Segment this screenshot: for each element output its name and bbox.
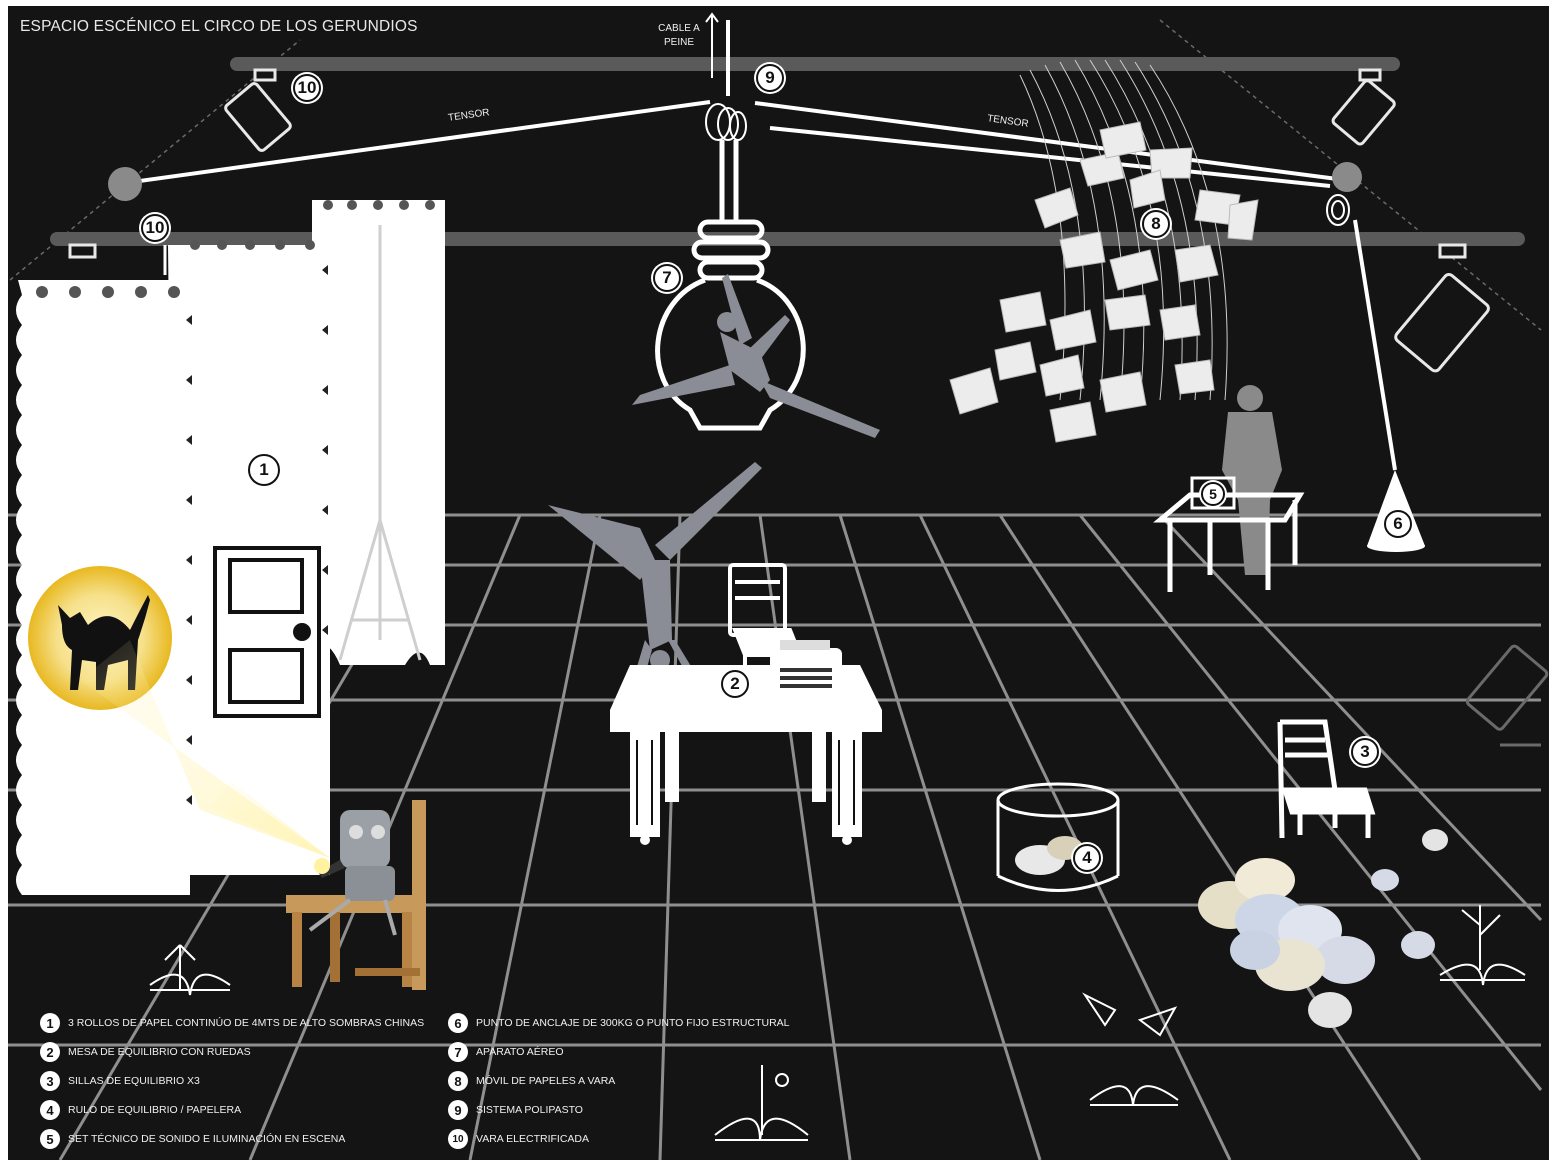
legend-text: VARA ELECTRIFICADA [476,1133,589,1145]
legend-item: 7 APARATO AÉREO [448,1042,790,1062]
typewriter-icon [770,640,842,696]
legend-left: 1 3 ROLLOS DE PAPEL CONTINÚO DE 4MTS DE A… [40,1013,424,1149]
legend-right: 6 PUNTO DE ANCLAJE DE 300KG O PUNTO FIJO … [448,1013,790,1149]
marker-1: 1 [248,454,280,486]
legend-number: 4 [40,1100,60,1120]
marker-9: 9 [756,64,784,92]
legend-text: APARATO AÉREO [476,1046,564,1058]
legend-item: 4 RULO DE EQUILIBRIO / PAPELERA [40,1100,424,1120]
diagram-title: ESPACIO ESCÉNICO EL CIRCO DE LOS GERUNDI… [20,18,418,36]
legend-number: 10 [448,1129,468,1149]
spotlight-icon-side [1466,645,1549,745]
legend-number: 3 [40,1071,60,1091]
marker-3: 3 [1351,738,1379,766]
legend-item: 9 SISTEMA POLIPASTO [448,1100,790,1120]
legend-number: 9 [448,1100,468,1120]
legend-number: 2 [40,1042,60,1062]
marker-8: 8 [1142,210,1170,238]
pipe-bars [50,57,1525,246]
cable-label-line2: PEINE [652,36,706,50]
legend-text: 3 ROLLOS DE PAPEL CONTINÚO DE 4MTS DE AL… [68,1017,424,1029]
tech-table [1160,478,1300,592]
legend-item: 5 SET TÉCNICO DE SONIDO E ILUMINACIÓN EN … [40,1129,424,1149]
legend-number: 5 [40,1129,60,1149]
legend-text: RULO DE EQUILIBRIO / PAPELERA [68,1104,241,1116]
legend-text: PUNTO DE ANCLAJE DE 300KG O PUNTO FIJO E… [476,1017,790,1029]
marker-2: 2 [721,670,749,698]
legend-text: SET TÉCNICO DE SONIDO E ILUMINACIÓN EN E… [68,1133,345,1145]
legend-number: 8 [448,1071,468,1091]
legend-item: 1 3 ROLLOS DE PAPEL CONTINÚO DE 4MTS DE A… [40,1013,424,1033]
legend-number: 7 [448,1042,468,1062]
legend-item: 2 MESA DE EQUILIBRIO CON RUEDAS [40,1042,424,1062]
marker-10-top: 10 [293,74,321,102]
legend-item: 3 SILLAS DE EQUILIBRIO X3 [40,1071,424,1091]
anchor-point-left [108,167,142,201]
legend-number: 1 [40,1013,60,1033]
legend-number: 6 [448,1013,468,1033]
marker-7: 7 [653,264,681,292]
marker-5: 5 [1201,482,1225,506]
legend-text: MÓVIL DE PAPELES A VARA [476,1075,615,1087]
aerialist-silhouette [632,274,880,438]
marker-6: 6 [1384,510,1412,538]
technician-silhouette [1222,385,1282,575]
legend-item: 8 MÓVIL DE PAPELES A VARA [448,1071,790,1091]
marker-4: 4 [1073,844,1101,872]
cable-label-line1: CABLE A [652,22,706,36]
anchor-point-right [1332,162,1362,192]
cable-label: CABLE A PEINE [652,22,706,50]
legend-text: SISTEMA POLIPASTO [476,1104,583,1116]
legend-item: 6 PUNTO DE ANCLAJE DE 300KG O PUNTO FIJO … [448,1013,790,1033]
legend-text: MESA DE EQUILIBRIO CON RUEDAS [68,1046,251,1058]
legend-text: SILLAS DE EQUILIBRIO X3 [68,1075,200,1087]
legend-item: 10 VARA ELECTRIFICADA [448,1129,790,1149]
marker-10-lower: 10 [141,214,169,242]
